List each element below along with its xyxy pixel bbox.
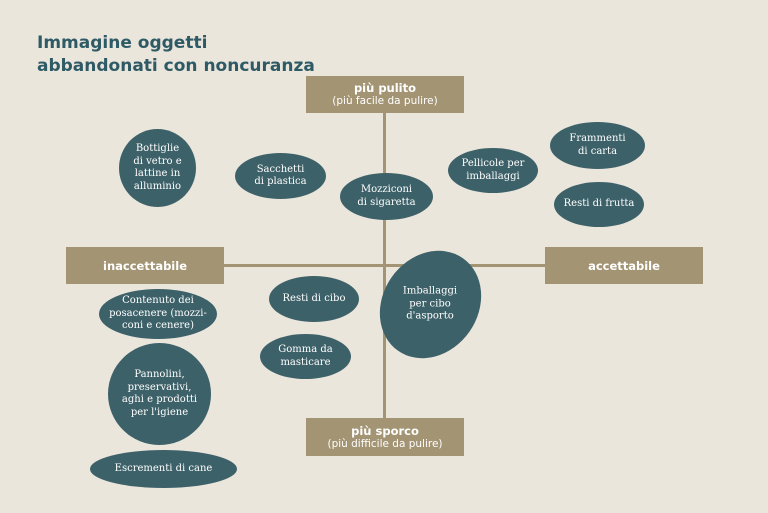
axis-right-box: accettabile	[545, 247, 703, 284]
axis-bottom-label: più sporco	[351, 423, 419, 438]
item-resti-frutta-label: Resti di frutta	[563, 198, 635, 210]
item-pannolini-label: Pannolini, preservativi, aghi e prodotti…	[121, 369, 198, 418]
axis-bottom-box: più sporco (più difficile da pulire)	[306, 418, 464, 456]
item-contenuto: Contenuto dei posacenere (mozzi- coni e …	[99, 289, 217, 339]
axis-left-box: inaccettabile	[66, 247, 224, 284]
item-imballaggi-label: Imballaggi per cibo d'asporto	[403, 285, 458, 322]
axis-right-label: accettabile	[588, 258, 660, 273]
item-resti-cibo: Resti di cibo	[269, 276, 359, 322]
item-mozziconi-label: Mozziconi di sigaretta	[357, 184, 416, 208]
diagram-title: Immagine oggetti abbandonati con noncura…	[37, 32, 315, 78]
item-sacchetti-label: Sacchetti di plastica	[254, 163, 307, 188]
item-resti-cibo-label: Resti di cibo	[282, 292, 346, 304]
horizontal-axis-line	[224, 264, 546, 267]
title-line-1: Immagine oggetti	[37, 33, 208, 53]
item-bottiglie-label: Bottiglie di vetro e lattine in allumini…	[133, 143, 182, 192]
axis-left-label: inaccettabile	[103, 258, 187, 273]
item-pellicole-label: Pellicole per imballaggi	[461, 158, 525, 182]
axis-top-label: più pulito	[353, 81, 417, 95]
axis-bottom-sublabel: (più difficile da pulire)	[327, 437, 443, 450]
item-gomma-label: Gomma da masticare	[278, 344, 333, 368]
title-line-2: abbandonati con noncuranza	[37, 56, 315, 76]
item-resti-frutta: Resti di frutta	[554, 182, 644, 227]
item-pannolini: Pannolini, preservativi, aghi e prodotti…	[108, 343, 211, 445]
item-escrementi-label: Escrementi di cane	[114, 462, 213, 474]
item-frammenti: Frammenti di carta	[550, 122, 645, 169]
axis-top-box: più pulito (più facile da pulire)	[306, 76, 464, 113]
item-sacchetti: Sacchetti di plastica	[235, 153, 326, 199]
item-bottiglie: Bottiglie di vetro e lattine in allumini…	[119, 129, 196, 207]
item-imballaggi: Imballaggi per cibo d'asporto	[359, 230, 502, 379]
item-gomma: Gomma da masticare	[260, 334, 351, 379]
item-frammenti-label: Frammenti di carta	[569, 133, 626, 157]
item-escrementi: Escrementi di cane	[90, 450, 237, 488]
axis-top-sublabel: (più facile da pulire)	[332, 95, 438, 107]
item-mozziconi: Mozziconi di sigaretta	[340, 173, 433, 220]
item-pellicole: Pellicole per imballaggi	[448, 148, 538, 193]
item-contenuto-label: Contenuto dei posacenere (mozzi- coni e …	[109, 295, 207, 332]
